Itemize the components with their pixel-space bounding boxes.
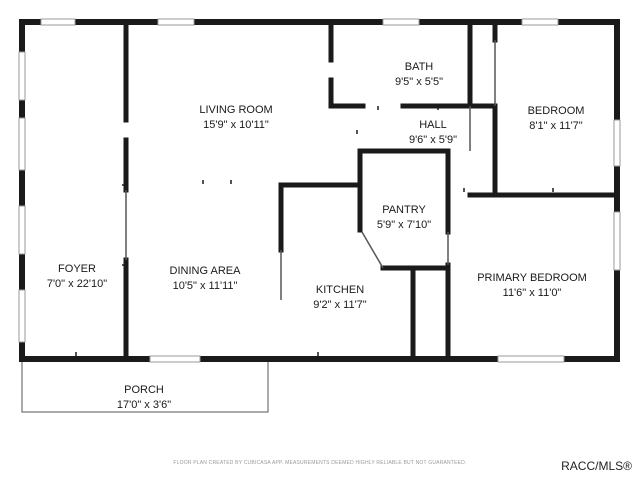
room-size: 11'6" x 11'0" — [502, 287, 562, 299]
room-label-kitchen: KITCHEN 9'2" x 11'7" — [313, 283, 366, 313]
room-name: LIVING ROOM — [199, 104, 273, 116]
room-label-bedroom: BEDROOM 8'1" x 11'7" — [528, 104, 585, 134]
thin-walls — [125, 40, 496, 300]
room-name: PRIMARY BEDROOM — [477, 272, 587, 284]
porch-outline — [21, 362, 269, 413]
room-name: KITCHEN — [315, 284, 365, 296]
room-size: 15'9" x 10'11" — [203, 119, 269, 131]
mls-watermark: RACC/MLS® — [561, 459, 632, 473]
room-name: BATH — [404, 61, 434, 73]
room-size: 9'5" x 5'5" — [394, 76, 444, 88]
room-size: 7'0" x 22'10" — [46, 278, 108, 290]
room-label-hall: HALL 9'6" x 5'9" — [409, 118, 457, 148]
room-size: 5'9" x 7'10" — [376, 219, 432, 231]
room-name: BEDROOM — [527, 105, 585, 117]
room-size: 9'2" x 11'7" — [313, 299, 367, 311]
interior-walls — [123, 21, 620, 360]
room-name: FOYER — [58, 263, 96, 275]
windows — [18, 18, 621, 363]
room-name: HALL — [419, 119, 447, 131]
room-label-dining-area: DINING AREA 10'5" x 11'11" — [170, 264, 241, 294]
room-name: PANTRY — [382, 204, 426, 216]
room-label-living-room: LIVING ROOM 15'9" x 10'11" — [199, 103, 272, 133]
room-label-pantry: PANTRY 5'9" x 7'10" — [377, 203, 431, 233]
room-size: 17'0" x 3'6" — [116, 399, 172, 411]
room-name: PORCH — [124, 384, 164, 396]
room-size: 8'1" x 11'7" — [529, 120, 583, 132]
room-size: 10'5" x 11'11" — [172, 280, 238, 292]
room-label-bath: BATH 9'5" x 5'5" — [395, 60, 443, 90]
door-marks — [75, 106, 554, 356]
floor-plan-disclaimer: FLOOR PLAN CREATED BY CUBICASA APP. MEAS… — [173, 460, 467, 466]
room-label-primary-bedroom: PRIMARY BEDROOM 11'6" x 11'0" — [477, 271, 587, 301]
room-label-porch: PORCH 17'0" x 3'6" — [117, 383, 171, 413]
room-size: 9'6" x 5'9" — [408, 134, 458, 146]
room-label-foyer: FOYER 7'0" x 22'10" — [47, 262, 107, 292]
room-name: DINING AREA — [169, 265, 241, 277]
